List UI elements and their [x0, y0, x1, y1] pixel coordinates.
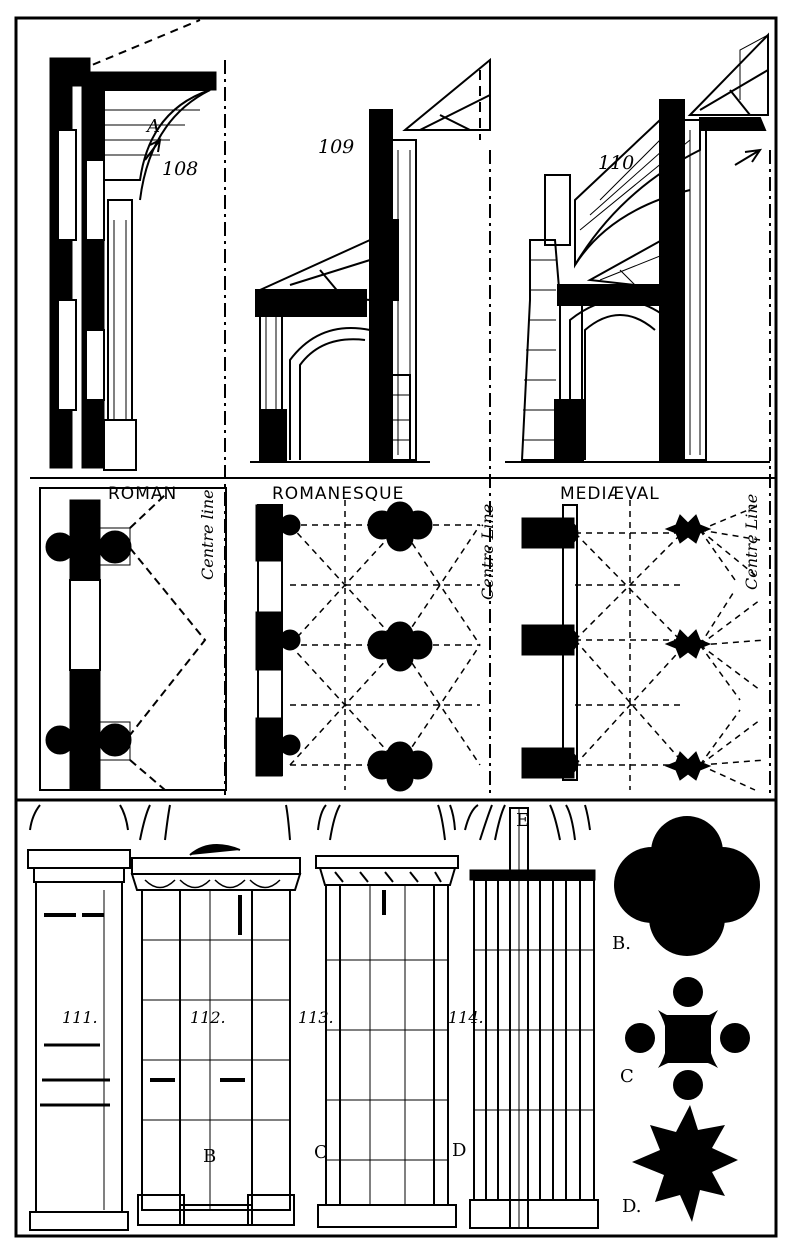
plate-frame: [14, 16, 778, 1238]
medieval-section-drawing: [505, 32, 770, 463]
label-plan-c: C: [620, 1066, 634, 1087]
pier-plan-b: [614, 816, 760, 956]
vertical-label-romanesque: Centre Line: [478, 503, 497, 600]
pier-113-drawing: [315, 804, 459, 1228]
vertical-label-medieval: Centre Line: [742, 493, 761, 590]
romanesque-plan-drawing: [255, 500, 481, 792]
medieval-plan-drawing: [521, 500, 766, 791]
figure-number-114: 114.: [448, 1008, 484, 1027]
figure-number-111: 111.: [62, 1008, 98, 1027]
romanesque-section-drawing: [250, 57, 491, 463]
label-pier-d: D: [452, 1140, 467, 1161]
figure-number-112: 112.: [190, 1008, 226, 1027]
roman-plan-drawing: [39, 487, 227, 791]
pier-plan-d: [632, 1105, 738, 1222]
figure-number-110: 110: [598, 152, 635, 174]
label-plan-b: B.: [612, 933, 631, 954]
roman-section-drawing: [49, 19, 217, 471]
label-pier-c: C: [314, 1142, 328, 1163]
figure-number-108: 108: [162, 158, 199, 180]
heading-roman: ROMAN: [108, 484, 178, 504]
heading-medieval: MEDIÆVAL: [560, 484, 660, 504]
figure-number-113: 113.: [298, 1008, 334, 1027]
vertical-label-roman: Centre line: [198, 489, 217, 580]
pier-114-drawing: [464, 804, 599, 1229]
label-pier-b: B: [203, 1146, 217, 1167]
pier-plan-c: [625, 977, 750, 1100]
figure-number-109: 109: [318, 136, 355, 158]
label-a: A: [147, 116, 160, 137]
pier-111-drawing: [27, 804, 131, 1231]
label-plan-d: D.: [622, 1196, 642, 1217]
heading-romanesque: ROMANESQUE: [272, 484, 405, 504]
pier-112-drawing: [130, 804, 302, 1226]
label-shaft-e: E: [516, 810, 530, 831]
centre-lines: [224, 60, 771, 795]
